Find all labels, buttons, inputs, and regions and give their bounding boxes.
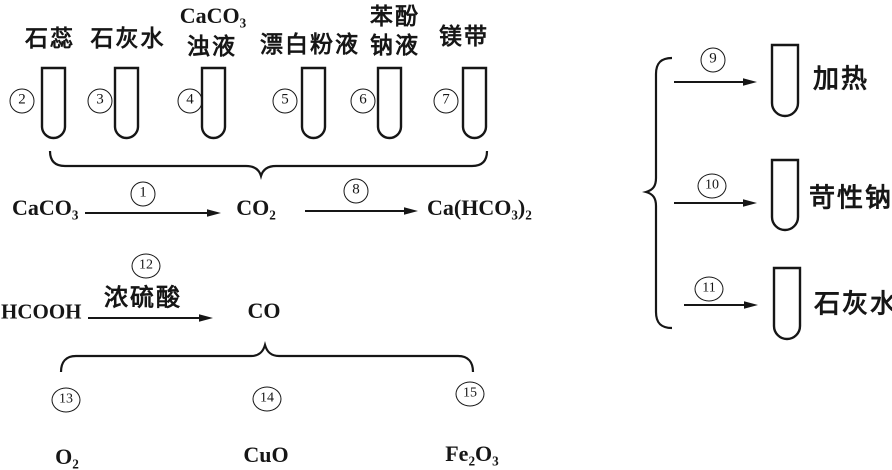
label-magnesium: 镁带 xyxy=(439,24,489,49)
test-tube-litmus xyxy=(40,66,67,140)
step-circle-3: 3 xyxy=(87,88,113,114)
step-circle-12: 12 xyxy=(131,253,161,279)
formula-o2: O₂ xyxy=(55,444,79,469)
test-tube-bleach xyxy=(300,66,327,140)
label-concentrated-sulfuric-acid: 浓硫酸 xyxy=(104,285,182,312)
arrowhead-step8 xyxy=(404,207,418,215)
step-circle-7: 7 xyxy=(433,88,459,114)
step-circle-2: 2 xyxy=(9,88,35,114)
label-caustic-soda: 苛性钠 xyxy=(809,183,892,213)
test-tube-limewater xyxy=(113,66,140,140)
arrowhead-step11 xyxy=(744,301,758,309)
step-circle-11: 11 xyxy=(694,276,724,302)
formula-cahco32: Ca(HCO₃)₂ xyxy=(427,195,532,220)
step-circle-9: 9 xyxy=(700,47,726,73)
test-tube-heating xyxy=(770,43,800,118)
step-circle-13: 13 xyxy=(51,387,81,413)
step-circle-15: 15 xyxy=(455,381,485,407)
brace-right xyxy=(642,56,673,330)
step-circle-10: 10 xyxy=(697,173,727,199)
step-circle-14: 14 xyxy=(252,386,282,412)
formula-caco3: CaCO₃ xyxy=(12,195,79,220)
brace-bottom-co xyxy=(59,341,475,373)
formula-fe2o3: Fe₂O₃ xyxy=(445,441,499,466)
test-tube-phenolate xyxy=(376,66,403,140)
label-sodium-solution: 钠液 xyxy=(370,33,420,58)
label-caco3: CaCO₃ xyxy=(179,3,247,28)
formula-co: CO xyxy=(247,298,281,323)
arrowhead-step9 xyxy=(743,78,757,86)
arrowhead-step1 xyxy=(207,209,221,217)
label-litmus: 石蕊 xyxy=(25,26,75,51)
label-limewater: 石灰水 xyxy=(90,26,166,51)
step-circle-8: 8 xyxy=(343,178,369,204)
formula-co2: CO₂ xyxy=(236,195,276,220)
step-circle-6: 6 xyxy=(350,88,376,114)
label-limewater-right: 石灰水 xyxy=(814,289,892,319)
label-phenol: 苯酚 xyxy=(370,4,420,29)
label-suspension: 浊液 xyxy=(187,34,237,59)
test-tube-caustic-soda xyxy=(770,158,800,232)
formula-cuo: CuO xyxy=(243,442,289,467)
test-tube-magnesium xyxy=(461,66,488,140)
test-tube-caco3-suspension xyxy=(200,66,227,140)
brace-top-tubes xyxy=(48,150,489,180)
step-circle-1: 1 xyxy=(130,181,156,207)
arrowhead-step12 xyxy=(199,314,213,322)
formula-hcooh: HCOOH xyxy=(1,299,82,324)
step-circle-5: 5 xyxy=(272,88,298,114)
label-heating: 加热 xyxy=(813,64,870,94)
test-tube-limewater-right xyxy=(772,266,802,341)
arrowhead-step10 xyxy=(743,199,757,207)
label-bleach: 漂白粉液 xyxy=(260,32,360,57)
step-circle-4: 4 xyxy=(177,88,203,114)
